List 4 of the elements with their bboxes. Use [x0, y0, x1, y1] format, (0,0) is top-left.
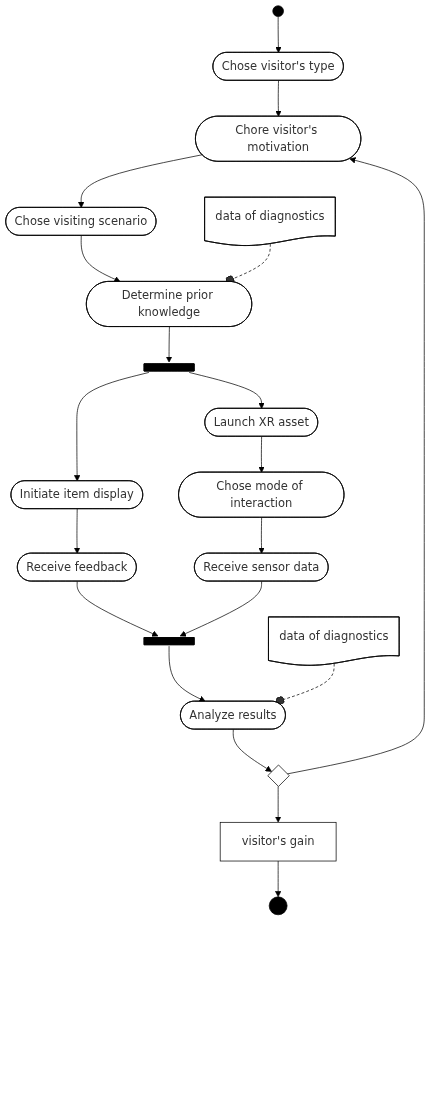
node-circle — [272, 5, 284, 17]
node-box: visitor's gain — [219, 821, 337, 862]
node-diamond — [267, 764, 290, 787]
node-circle — [268, 896, 288, 916]
